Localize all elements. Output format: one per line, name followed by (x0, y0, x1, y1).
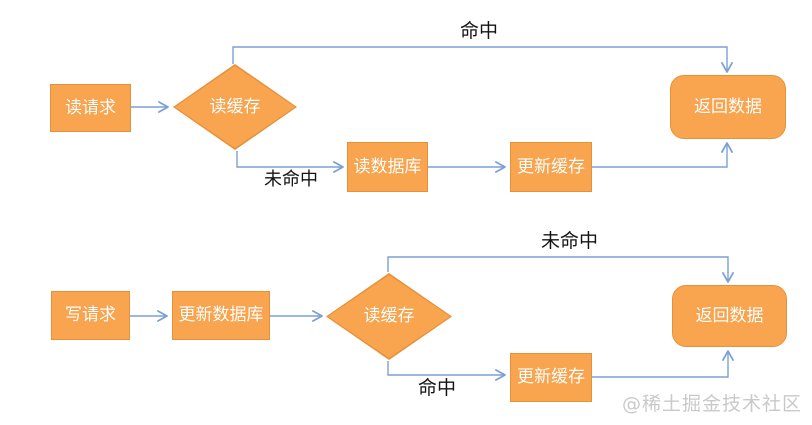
edge-read-cache-hit-to-return (232, 46, 733, 73)
node-update-db: 更新数据库 (172, 291, 270, 340)
watermark-text: @稀土掘金技术社区 (621, 393, 802, 415)
node-label: 更新缓存 (517, 156, 585, 177)
edge-read-cache-miss-to-read-db (236, 151, 344, 173)
node-label: 读请求 (65, 97, 116, 118)
node-label: 更新缓存 (517, 367, 585, 387)
node-label: 返回数据 (694, 96, 762, 117)
node-label: 返回数据 (695, 305, 764, 326)
node-return-data-top: 返回数据 (670, 75, 786, 139)
node-update-cache-bottom: 更新缓存 (510, 353, 592, 402)
edge-label-miss-bottom: 未命中 (541, 230, 599, 252)
node-label: 读缓存 (209, 96, 261, 117)
node-read-db: 读数据库 (347, 142, 428, 192)
edge-label-hit-top: 命中 (460, 20, 499, 42)
edge-label-miss-top: 未命中 (264, 169, 318, 190)
node-return-data-bottom: 返回数据 (672, 285, 787, 347)
node-label: 更新数据库 (178, 305, 264, 325)
node-write-request: 写请求 (51, 291, 130, 340)
node-label: 写请求 (65, 305, 116, 325)
edge-label-hit-bottom: 命中 (418, 377, 457, 399)
node-label: 读数据库 (353, 156, 422, 177)
edge-update-cache-to-return-top (592, 142, 733, 168)
node-read-request: 读请求 (50, 84, 131, 132)
edge-read-cache2-hit-to-update-cache (387, 361, 506, 381)
node-update-cache-top: 更新缓存 (510, 142, 592, 192)
edge-update-cache2-to-return (592, 350, 734, 378)
node-label: 读缓存 (363, 306, 415, 326)
node-read-cache-top: 读缓存 (173, 64, 297, 150)
node-read-cache-bottom: 读缓存 (326, 273, 452, 360)
